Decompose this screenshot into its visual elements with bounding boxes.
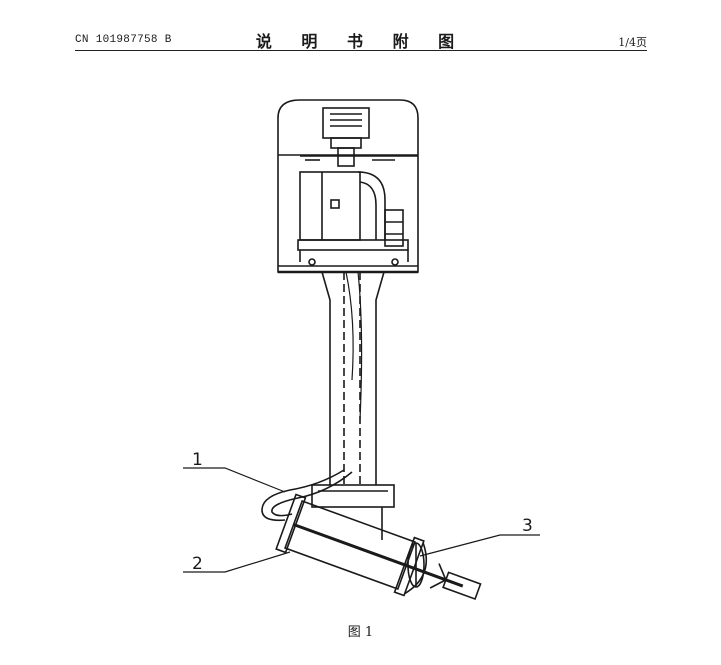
callout-1: 1 (192, 450, 203, 470)
support-column (321, 271, 385, 485)
callout-3: 3 (522, 516, 533, 536)
header-rule (75, 50, 647, 51)
page-header: CN 101987758 B 说 明 书 附 图 1/4页 (75, 28, 647, 51)
publication-number: CN 101987758 B (75, 34, 172, 46)
section-title: 说 明 书 附 图 (255, 32, 467, 51)
callout-2: 2 (192, 554, 203, 574)
joint-box (311, 484, 395, 540)
propeller (407, 542, 425, 588)
motor-body (297, 171, 409, 266)
leader-lines (183, 467, 540, 573)
housing-dome (277, 99, 419, 274)
figure-caption: 图 1 (347, 625, 374, 640)
top-mechanism (300, 107, 418, 167)
hose (261, 469, 353, 522)
page-indicator: 1/4页 (618, 36, 647, 49)
